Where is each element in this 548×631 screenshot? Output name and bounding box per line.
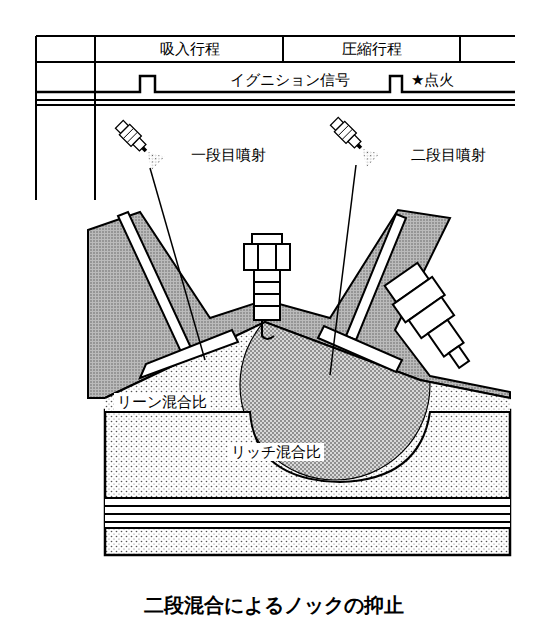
mixture-label: リッチ混合比 — [228, 443, 324, 461]
signal-name: イグニション信号 — [227, 71, 353, 89]
figure-caption: 二段混合によるノックの抑止 — [144, 592, 404, 619]
stroke-header: 圧縮行程 — [339, 40, 405, 58]
injection-label: 二段目噴射 — [408, 146, 489, 164]
mixture-label: リーン混合比 — [114, 393, 210, 411]
ignition-mark: ★点火 — [408, 71, 457, 89]
injection-label: 一段目噴射 — [188, 146, 269, 164]
stroke-header: 吸入行程 — [157, 40, 223, 58]
